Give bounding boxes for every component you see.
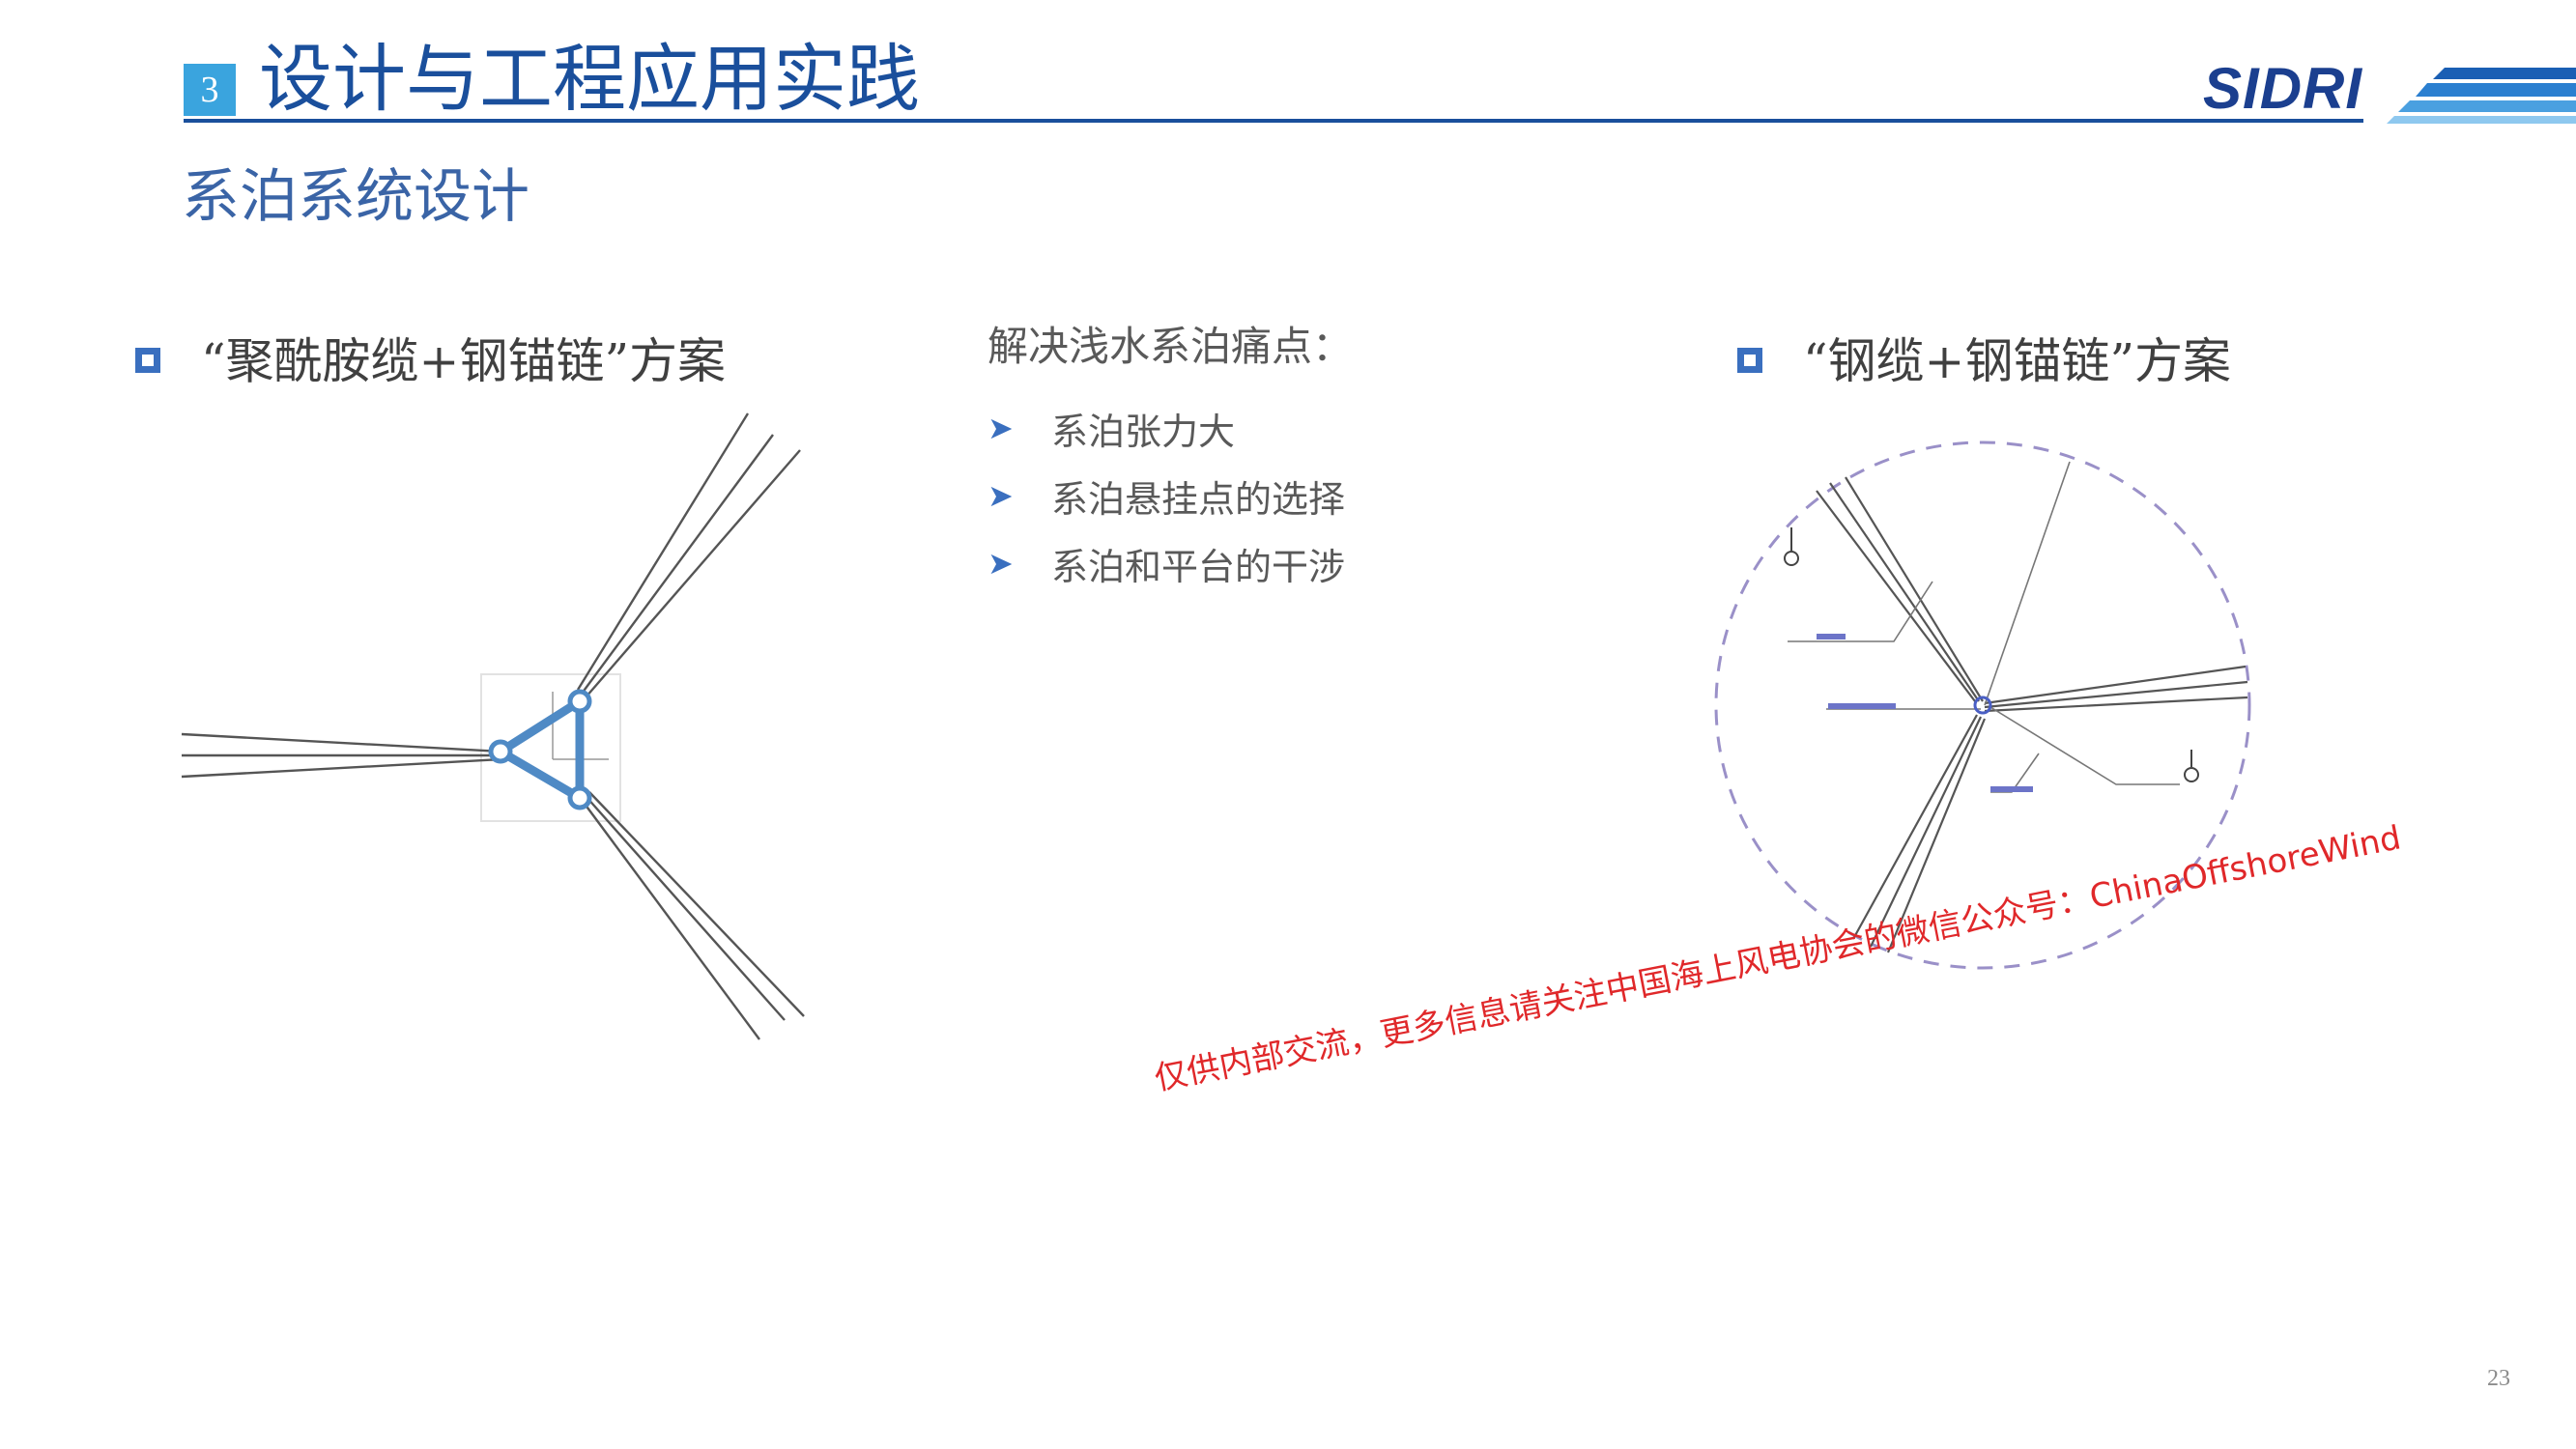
arrow-bullet-icon: ➤ [987,545,1014,582]
steel-mooring-diagram [1714,440,2251,970]
pain-points-list: ➤ 系泊张力大 ➤ 系泊悬挂点的选择 ➤ 系泊和平台的干涉 [987,394,1345,597]
annotation-lines [1788,461,2180,793]
arrow-bullet-icon: ➤ [987,410,1014,446]
mooring-lines-lower [1852,714,1987,953]
pain-point-text: 系泊悬挂点的选择 [1051,477,1346,521]
section-number-badge: 3 [184,64,236,116]
triangular-platform [496,696,585,803]
mooring-lines-upper-left [1816,476,1984,702]
mooring-lines-right [1984,665,2248,713]
left-scheme-label: “聚酰胺缆+钢锚链”方案 [201,333,727,389]
mooring-lines-upper [576,412,801,698]
square-bullet-icon [135,348,160,373]
page-subtitle: 系泊系统设计 [182,163,530,231]
logo-stripes-icon [2387,68,2576,124]
pain-points-title: 解决浅水系泊痛点： [987,323,1354,370]
annotation-labels [1817,634,2033,792]
platform-center [1973,696,1992,715]
page-number: 23 [2487,1366,2510,1391]
section-title: 设计与工程应用实践 [259,36,920,122]
platform-frame [480,673,621,822]
list-item: ➤ 系泊张力大 [987,394,1345,462]
list-item: ➤ 系泊悬挂点的选择 [987,462,1345,529]
pain-point-text: 系泊和平台的干涉 [1051,545,1346,588]
pain-point-text: 系泊张力大 [1051,410,1236,453]
sidri-logo: SIDRI [2203,56,2363,121]
square-bullet-icon [1737,348,1762,373]
arrow-bullet-icon: ➤ [987,477,1014,514]
mooring-lines-left [181,732,503,779]
mooring-radius-circle [1714,440,2251,970]
list-item: ➤ 系泊和平台的干涉 [987,529,1345,597]
mooring-lines-lower [581,791,805,1040]
reference-markers [1784,527,2199,782]
polyamide-mooring-diagram [181,412,805,1040]
right-scheme-label: “钢缆+钢锚链”方案 [1803,333,2232,389]
platform-columns [488,689,592,810]
header-divider [184,119,2363,123]
